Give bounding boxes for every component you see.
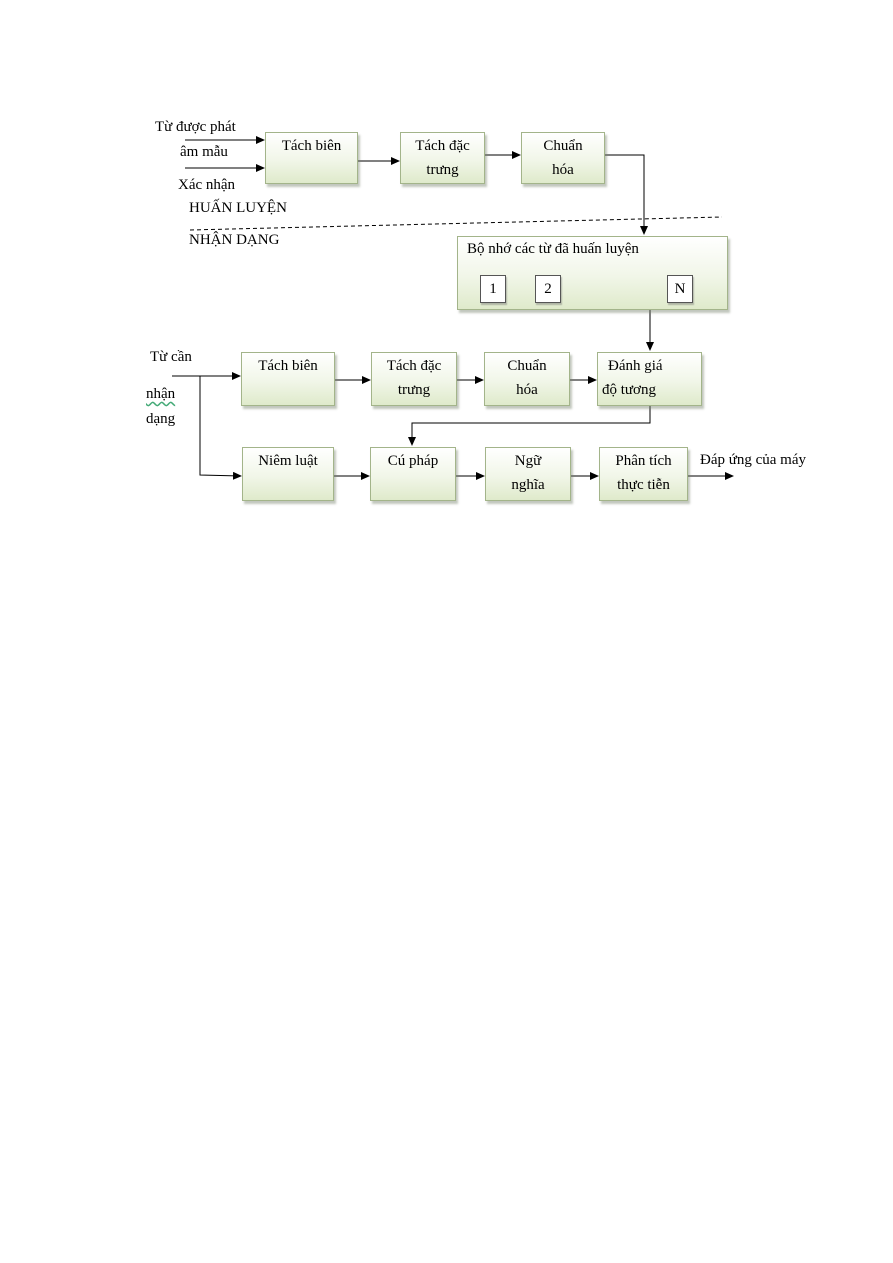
rec-edge-detection-box: Tách biên [241, 352, 335, 406]
train-normalization-box: Chuẩn hóa [521, 132, 605, 184]
arrow-norm-to-memory [605, 154, 648, 235]
memory-title: Bộ nhớ các từ đã huấn luyện [467, 241, 639, 257]
input-sample-word-label: Từ được phát [155, 119, 236, 135]
train-feature-text-2: trưng [426, 162, 459, 178]
train-edge-detection-text: Tách biên [281, 138, 342, 154]
section-separator [189, 216, 723, 231]
section-recognition-label: NHẬN DẠNG [189, 232, 280, 248]
arrow-eval-to-syntax [408, 406, 651, 446]
rec-feature-text-2: trưng [397, 382, 431, 398]
train-edge-detection-box: Tách biên [265, 132, 358, 184]
input-recognize-label-2: nhận [146, 385, 175, 403]
input-recognize-label-3: dạng [146, 411, 176, 427]
train-norm-text-2: hóa [552, 162, 574, 178]
prosody-rules-text: Niêm luật [258, 453, 318, 469]
analysis-text-1: Phân tích [615, 453, 672, 469]
input-sample-word-label-2: âm mẫu [180, 144, 228, 160]
semantics-box: Ngữ nghĩa [485, 447, 571, 501]
rec-normalization-box: Chuẩn hóa [484, 352, 570, 406]
rec-feature-extraction-box: Tách đặc trưng [371, 352, 457, 406]
prosody-rules-box: Niêm luật [242, 447, 334, 501]
similarity-evaluation-box: Đánh giá độ tương [597, 352, 702, 406]
syntax-box: Cú pháp [370, 447, 456, 501]
trained-words-memory: Bộ nhớ các từ đã huấn luyện 1 2 N [457, 236, 728, 310]
memory-slot-2: 2 [535, 275, 561, 303]
arrow-input-to-rules [199, 376, 242, 480]
memory-slot-n: N [667, 275, 693, 303]
memory-slot-1: 1 [480, 275, 506, 303]
analysis-text-2: thực tiễn [617, 477, 670, 493]
input-recognize-label-1: Từ cần [150, 349, 192, 365]
train-feature-extraction-box: Tách đặc trưng [400, 132, 485, 184]
input-confirm-label: Xác nhận [178, 177, 236, 193]
eval-text-1: Đánh giá [608, 358, 663, 374]
train-feature-text-1: Tách đặc [415, 138, 470, 154]
rec-norm-text-2: hóa [516, 382, 538, 398]
input-recognize-label-2-text: nhận [146, 386, 176, 402]
syntax-text: Cú pháp [387, 453, 439, 469]
section-training-label: HUẤN LUYỆN [189, 200, 287, 216]
rec-feature-text-1: Tách đặc [386, 358, 442, 374]
rec-edge-detection-text: Tách biên [258, 358, 318, 374]
practical-analysis-box: Phân tích thực tiễn [599, 447, 688, 501]
eval-text-2: độ tương [602, 382, 656, 398]
train-norm-text-1: Chuẩn [543, 138, 583, 154]
rec-norm-text-1: Chuẩn [507, 358, 547, 374]
semantics-text-1: Ngữ [514, 453, 542, 469]
machine-response-label: Đáp ứng của máy [700, 452, 807, 468]
semantics-text-2: nghĩa [511, 477, 545, 493]
